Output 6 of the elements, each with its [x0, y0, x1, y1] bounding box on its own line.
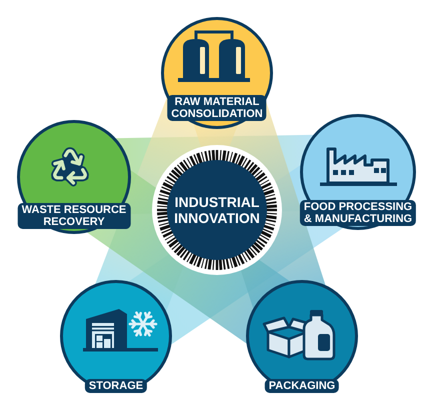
category-label: WASTE RESOURCE RECOVERY: [18, 203, 130, 229]
hub-title: INDUSTRIAL INNOVATION: [174, 194, 260, 226]
category-label: FOOD PROCESSING & MANUFACTURING: [300, 200, 416, 226]
category-label: RAW MATERIAL CONSOLIDATION: [167, 95, 267, 121]
category-label: PACKAGING: [264, 379, 340, 393]
category-label: STORAGE: [84, 379, 148, 393]
